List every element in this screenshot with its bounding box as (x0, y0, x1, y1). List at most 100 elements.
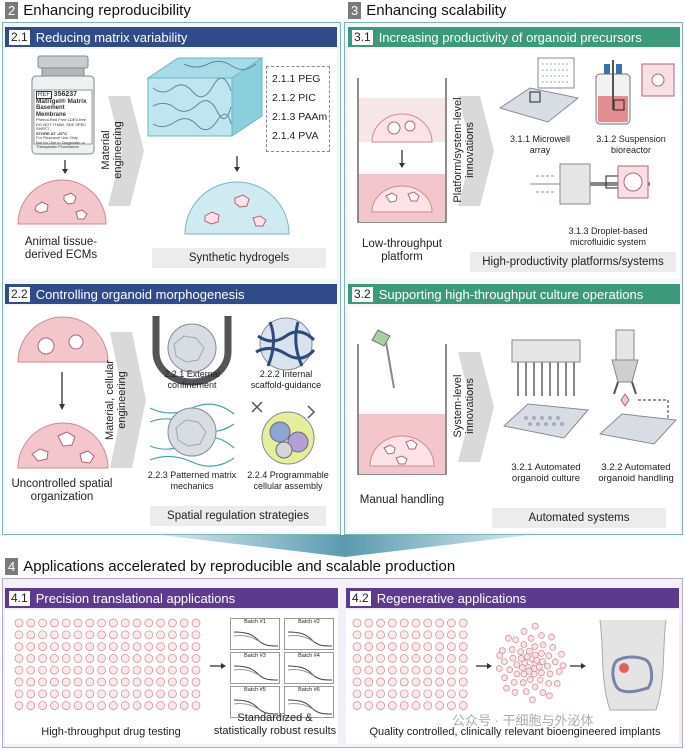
well (423, 701, 433, 710)
well (109, 689, 118, 699)
well (458, 689, 468, 699)
well (14, 642, 24, 651)
vial-ref: REF (36, 91, 52, 99)
manual-handling-caption: Manual handling (359, 494, 445, 506)
well (399, 654, 409, 663)
item-3-1-1: 3.1.1 Microwell array (509, 134, 571, 155)
hydrogel-cube-icon (146, 57, 264, 137)
well (399, 665, 409, 675)
well (364, 654, 374, 663)
well (156, 642, 165, 651)
organoid (508, 646, 516, 653)
material-cellular-label: Material, cellular engineering (104, 359, 128, 441)
down-arrow-icon (234, 156, 240, 172)
batch-plot: Batch #4 (284, 652, 334, 684)
organoid (535, 663, 543, 671)
well (120, 701, 130, 710)
spatial-regulation-tag: Spatial regulation strategies (150, 506, 326, 526)
well (132, 689, 142, 699)
well (144, 701, 154, 710)
well (168, 618, 177, 628)
well (364, 665, 374, 675)
well (435, 677, 444, 687)
well (73, 689, 83, 699)
well (179, 689, 189, 699)
well (144, 654, 154, 663)
batch-label: Batch #3 (244, 653, 266, 659)
well (73, 701, 83, 710)
drug-testing-caption: High-throughput drug testing (41, 726, 181, 738)
well (132, 677, 142, 687)
organoid (517, 648, 525, 656)
panel-2-1-title: Reducing matrix variability (35, 29, 188, 45)
organoid (520, 641, 528, 648)
panel-4-2-title: Regenerative applications (376, 590, 527, 606)
section-2-number: 2 (5, 2, 19, 19)
batch-plot: Batch #5 (230, 686, 280, 718)
well (399, 677, 409, 687)
well (85, 618, 95, 628)
organoid (527, 635, 535, 642)
organoid (517, 655, 525, 662)
panel-4-1-header: 4.1 Precision translational applications (5, 588, 338, 608)
right-arrow-icon (210, 663, 226, 669)
material-engineering-label: Material engineering (100, 121, 124, 179)
well (435, 642, 444, 651)
well (144, 618, 154, 628)
organoid (539, 641, 547, 649)
organoid (551, 658, 559, 666)
well (120, 677, 130, 687)
organoid (520, 670, 528, 678)
material-peg: 2.1.1 PEG (272, 73, 321, 85)
well (364, 677, 374, 687)
batch-curve-icon (287, 631, 333, 647)
well (14, 665, 24, 675)
organoid (531, 683, 539, 691)
well (109, 654, 118, 663)
well (85, 642, 95, 651)
well (50, 618, 59, 628)
well (458, 618, 468, 628)
well (352, 642, 362, 651)
well (61, 618, 71, 628)
well (109, 642, 118, 651)
well (109, 618, 118, 628)
well (73, 642, 83, 651)
well (26, 618, 36, 628)
section-4-title: Applications accelerated by reproducible… (23, 558, 456, 575)
organoid (519, 679, 527, 687)
well (352, 677, 362, 687)
low-throughput-caption: Low-throughput platform (362, 238, 442, 263)
well (156, 677, 165, 687)
well (120, 630, 130, 640)
automated-systems-tag: Automated systems (492, 508, 666, 528)
well (50, 654, 59, 663)
well (73, 654, 83, 663)
well (132, 642, 142, 651)
standardized-results-caption: Standardized & statistically robust resu… (213, 712, 337, 737)
well (411, 665, 421, 675)
vial-fine-4: For Research Use Only (36, 135, 78, 140)
well (364, 701, 374, 710)
organoid (536, 676, 544, 684)
well (109, 677, 118, 687)
section-3-header: 3 Enhancing scalability (348, 2, 506, 19)
batch-curve-icon (287, 665, 333, 681)
organoid (518, 664, 526, 671)
well (435, 618, 444, 628)
well (168, 701, 177, 710)
panel-3-1-number: 3.1 (352, 29, 373, 45)
well (38, 689, 47, 699)
right-arrow-icon (570, 663, 586, 669)
panel-3-2-title: Supporting high-throughput culture opera… (378, 286, 644, 302)
well (73, 618, 83, 628)
panel-4-1-number: 4.1 (9, 590, 30, 606)
right-arrow-icon (476, 663, 492, 669)
well (144, 689, 154, 699)
well (364, 642, 374, 651)
well (120, 654, 130, 663)
well (97, 677, 106, 687)
item-2-2-1: 2.2.1 External confinement (164, 369, 220, 390)
low-throughput-well-icon (357, 78, 447, 223)
well (85, 701, 95, 710)
